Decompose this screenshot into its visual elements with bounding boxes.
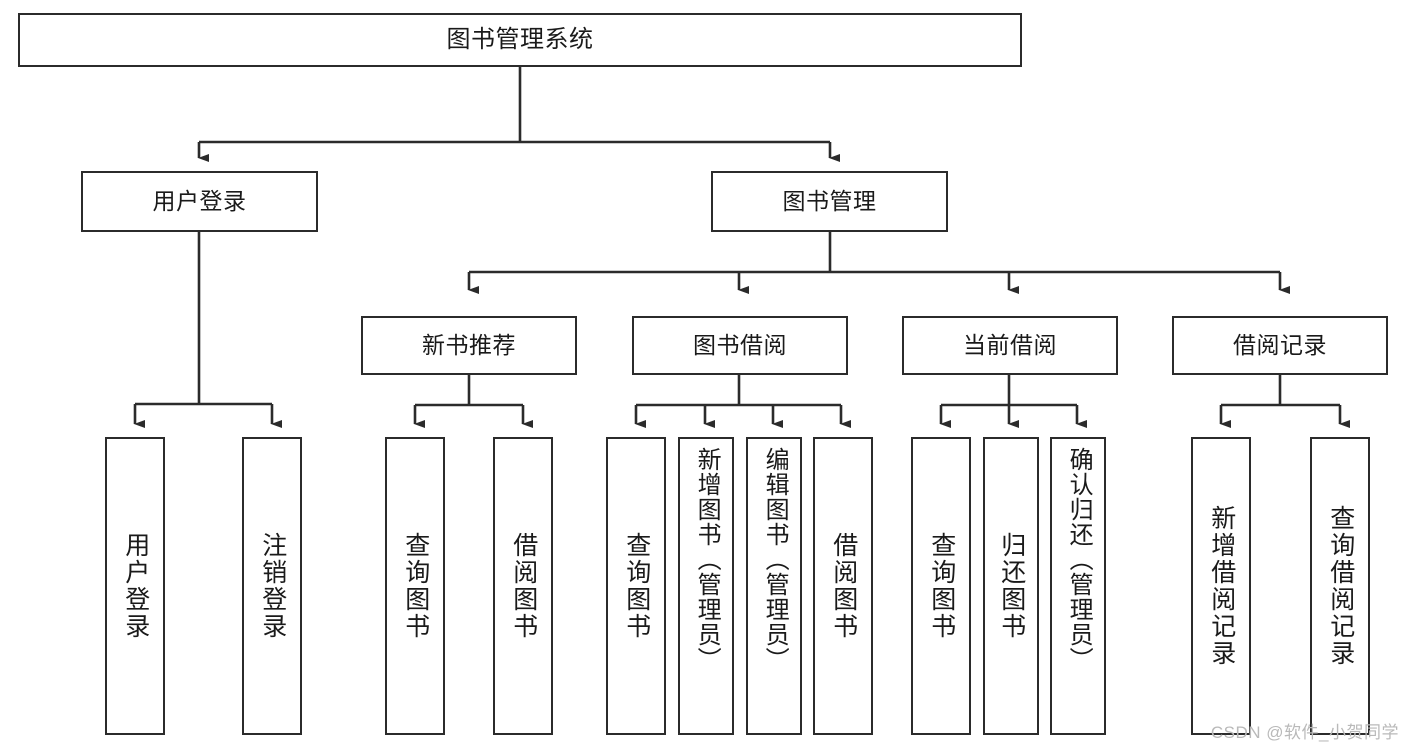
leaf-logout[interactable]: 注销登录 [242, 437, 302, 735]
leaf-query-books-new-book[interactable]: 查询图书 [385, 437, 445, 735]
node-root-book-management-system[interactable]: 图书管理系统 [18, 13, 1022, 67]
node-label: 查询图书 [401, 532, 430, 640]
node-label: 图书管理系统 [446, 25, 594, 53]
leaf-user-login[interactable]: 用户登录 [105, 437, 165, 735]
node-book-management[interactable]: 图书管理 [711, 171, 948, 232]
node-label: 新书推荐 [422, 331, 516, 358]
leaf-query-books-current[interactable]: 查询图书 [911, 437, 971, 735]
leaf-edit-book-admin[interactable]: 编辑图书（管理员） [746, 437, 802, 735]
node-new-book-recommendation[interactable]: 新书推荐 [361, 316, 577, 375]
node-user-login[interactable]: 用户登录 [81, 171, 318, 232]
watermark-text: CSDN @软件_小贺同学 [1210, 723, 1399, 742]
node-label: 用户登录 [121, 532, 150, 640]
node-label: 查询借阅记录 [1326, 505, 1355, 667]
node-label: 借阅图书 [829, 532, 858, 640]
node-label: 图书管理 [782, 187, 877, 214]
leaf-confirm-return-admin[interactable]: 确认归还（管理员） [1050, 437, 1106, 735]
node-label: 确认归还（管理员） [1065, 447, 1093, 672]
node-label: 用户登录 [152, 187, 247, 214]
leaf-borrow-books[interactable]: 借阅图书 [813, 437, 873, 735]
node-label: 借阅记录 [1233, 331, 1327, 358]
leaf-add-borrow-record[interactable]: 新增借阅记录 [1191, 437, 1251, 735]
leaf-borrow-books-new-book[interactable]: 借阅图书 [493, 437, 553, 735]
leaf-query-books-borrow[interactable]: 查询图书 [606, 437, 666, 735]
node-book-borrowing[interactable]: 图书借阅 [632, 316, 848, 375]
node-label: 新增借阅记录 [1207, 505, 1236, 667]
node-label: 编辑图书（管理员） [761, 447, 789, 672]
node-label: 当前借阅 [963, 331, 1057, 358]
node-label: 借阅图书 [509, 532, 538, 640]
node-label: 查询图书 [622, 532, 651, 640]
leaf-query-borrow-record[interactable]: 查询借阅记录 [1310, 437, 1370, 735]
node-label: 图书借阅 [693, 331, 787, 358]
node-label: 查询图书 [927, 532, 956, 640]
node-current-borrowing[interactable]: 当前借阅 [902, 316, 1118, 375]
node-label: 新增图书（管理员） [693, 447, 721, 672]
leaf-add-book-admin[interactable]: 新增图书（管理员） [678, 437, 734, 735]
leaf-return-books[interactable]: 归还图书 [983, 437, 1039, 735]
node-borrowing-records[interactable]: 借阅记录 [1172, 316, 1388, 375]
node-label: 注销登录 [258, 532, 287, 640]
node-label: 归还图书 [997, 532, 1026, 640]
